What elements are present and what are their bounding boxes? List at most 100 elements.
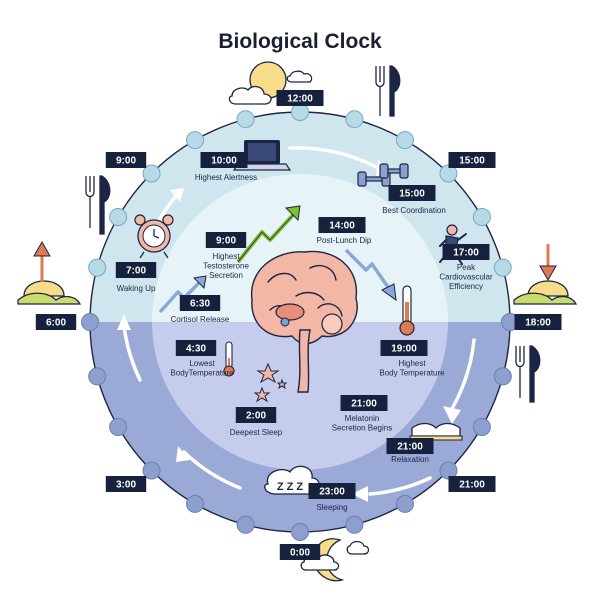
outer-hour-labels: 12:00 15:00 18:00 21:00 0:00 3:00 6:00 9:00 (35, 90, 562, 560)
event-time-badge: 19:00 (380, 340, 428, 356)
hour-dot (142, 461, 161, 480)
time-badge-box (200, 152, 248, 168)
outer-hour-badge: 15:00 (448, 152, 496, 168)
hour-dot (493, 258, 512, 277)
hour-dot (291, 523, 309, 541)
hour-dot (109, 208, 128, 226)
hour-dot (81, 313, 99, 331)
time-badge-box (175, 340, 217, 356)
hour-dot (236, 515, 255, 534)
time-badge-box (179, 295, 221, 311)
hour-dot (109, 418, 128, 436)
time-badge-box (448, 152, 496, 168)
outer-hour-badge: 0:00 (279, 544, 321, 560)
event-label: Efficiency (449, 282, 483, 291)
time-badge-text: 15:00 (459, 156, 485, 167)
time-badge-text: 17:00 (453, 248, 479, 259)
sunset-icon (513, 244, 578, 305)
rising-arrow-icon (236, 205, 301, 264)
dumbbell-icon (357, 163, 409, 187)
hour-dot (186, 131, 204, 150)
time-badge-box (115, 262, 157, 278)
event-time-badge: 6:30 (179, 295, 221, 311)
time-badge-box (279, 544, 321, 560)
time-badge-box (380, 340, 428, 356)
book-icon (409, 422, 463, 441)
event-label: Sleeping (316, 503, 347, 512)
event-label: Body Temperature (379, 369, 445, 378)
hour-dot (186, 494, 204, 513)
event-label: Testosterone (203, 262, 249, 271)
time-badge-text: 10:00 (211, 156, 237, 167)
time-badge-box (35, 314, 77, 330)
time-badge-box (105, 476, 147, 492)
hour-dot (345, 110, 364, 129)
sunrise-icon (17, 240, 82, 305)
hour-dot (493, 367, 512, 386)
outer-hour-badge: 12:00 (276, 90, 324, 106)
flow-arrow-segment (448, 338, 476, 414)
event-time-badge: 10:00 (200, 152, 248, 168)
time-badge-text: 6:30 (190, 299, 210, 310)
event-label: Cardiovascular (439, 273, 493, 282)
time-badge-box (340, 395, 388, 411)
time-badge-box (205, 232, 247, 248)
time-badge-text: 23:00 (319, 487, 345, 498)
outer-hour-badge: 21:00 (448, 476, 496, 492)
time-badge-text: 6:00 (46, 318, 66, 329)
brain-icon (251, 250, 358, 393)
outer-hour-badge: 6:00 (35, 314, 77, 330)
time-badge-text: 9:00 (216, 236, 236, 247)
thermometer-icon (223, 341, 235, 377)
time-badge-text: 3:00 (116, 480, 136, 491)
event-label: Cortisol Release (171, 315, 230, 324)
flow-arrows (117, 146, 476, 502)
hour-dot (396, 494, 414, 513)
time-badge-text: 0:00 (290, 548, 310, 559)
falling-arrow-icon (344, 248, 397, 302)
time-badge-text: 21:00 (459, 480, 485, 491)
diagram-title: Biological Clock (218, 30, 382, 53)
time-badge-text: 15:00 (399, 189, 425, 200)
alarm-clock-icon (134, 214, 174, 259)
time-badge-text: 7:00 (126, 266, 146, 277)
time-badge-text: 21:00 (351, 399, 377, 410)
event-label: Highest (212, 252, 240, 261)
event-label: Waking Up (117, 284, 156, 293)
outer-hour-badge: 18:00 (514, 314, 562, 330)
event-label: Lowest (189, 359, 215, 368)
event-label: Highest (398, 359, 426, 368)
time-badge-box (386, 438, 434, 454)
time-badge-box (308, 483, 356, 499)
event-label: Deepest Sleep (230, 428, 283, 437)
fork-knife-icon (515, 345, 541, 403)
event-time-badge: 15:00 (388, 185, 436, 201)
event-label: Peak (457, 263, 476, 272)
fork-knife-icon (375, 65, 401, 117)
time-badge-text: 21:00 (397, 442, 423, 453)
day-inner-disk (152, 174, 448, 322)
time-badge-text: 12:00 (287, 94, 313, 105)
time-badge-text: 19:00 (391, 344, 417, 355)
hour-dot (472, 418, 491, 436)
outer-hour-badge: 9:00 (105, 152, 147, 168)
time-badge-box (318, 217, 366, 233)
time-badge-text: 9:00 (116, 156, 136, 167)
laptop-icon (232, 140, 292, 171)
event-time-badge: 9:00 (205, 232, 247, 248)
hour-dot (142, 164, 161, 183)
time-badge-box (448, 476, 496, 492)
flow-arrow-segment (368, 476, 432, 496)
time-badge-box (442, 244, 490, 260)
event-time-badge: 4:30 (175, 340, 217, 356)
